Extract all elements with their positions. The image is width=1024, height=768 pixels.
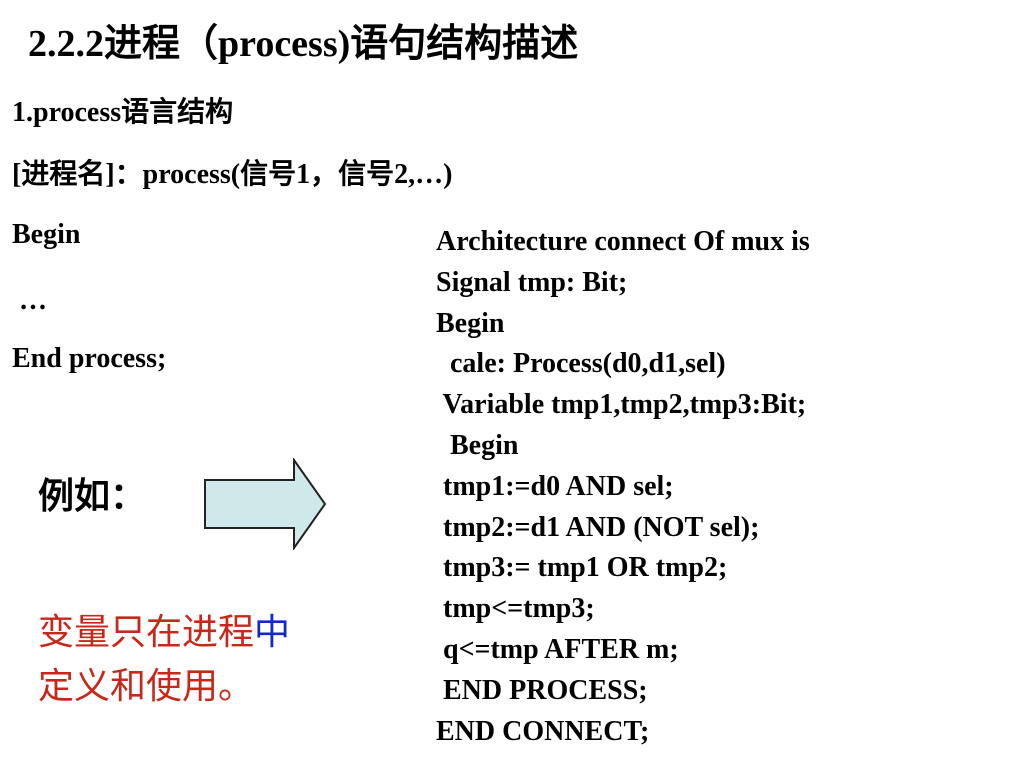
code-line: END PROCESS; [436, 674, 648, 706]
example-label: 例如： [38, 475, 147, 517]
syntax-line-ellipsis: … [12, 285, 47, 316]
code-line: Begin [436, 429, 519, 461]
note-line-2: 定义和使用。 [38, 666, 255, 707]
syntax-line-end: End process; [12, 343, 167, 374]
code-listing: Architecture connect Of mux is Signal tm… [436, 222, 810, 752]
code-line: Variable tmp1,tmp2,tmp3:Bit; [436, 389, 807, 421]
code-line: tmp3:= tmp1 OR tmp2; [436, 552, 728, 584]
code-line: Architecture connect Of mux is [436, 226, 810, 257]
code-line: q<=tmp AFTER m; [436, 633, 679, 665]
code-line: tmp2:=d1 AND (NOT sel); [436, 511, 760, 543]
code-line: Signal tmp: Bit; [436, 266, 628, 298]
right-arrow-icon [204, 458, 327, 550]
note-text-red: 变量只在进程 [38, 612, 255, 653]
syntax-line-begin: Begin [12, 219, 81, 250]
note-line-1: 变量只在进程中 [38, 608, 290, 658]
note-text-blue: 中 [254, 612, 291, 653]
section-heading: 1.process语言结构 [12, 97, 234, 128]
code-line: END CONNECT; [436, 715, 650, 747]
code-line: tmp<=tmp3; [436, 593, 595, 625]
slide-title: 2.2.2进程（process)语句结构描述 [28, 23, 579, 65]
code-line: Begin [436, 307, 505, 339]
code-line: cale: Process(d0,d1,sel) [436, 348, 726, 380]
syntax-line-process-header: [进程名]：process(信号1，信号2,…) [12, 159, 453, 190]
code-line: tmp1:=d0 AND sel; [436, 470, 674, 502]
